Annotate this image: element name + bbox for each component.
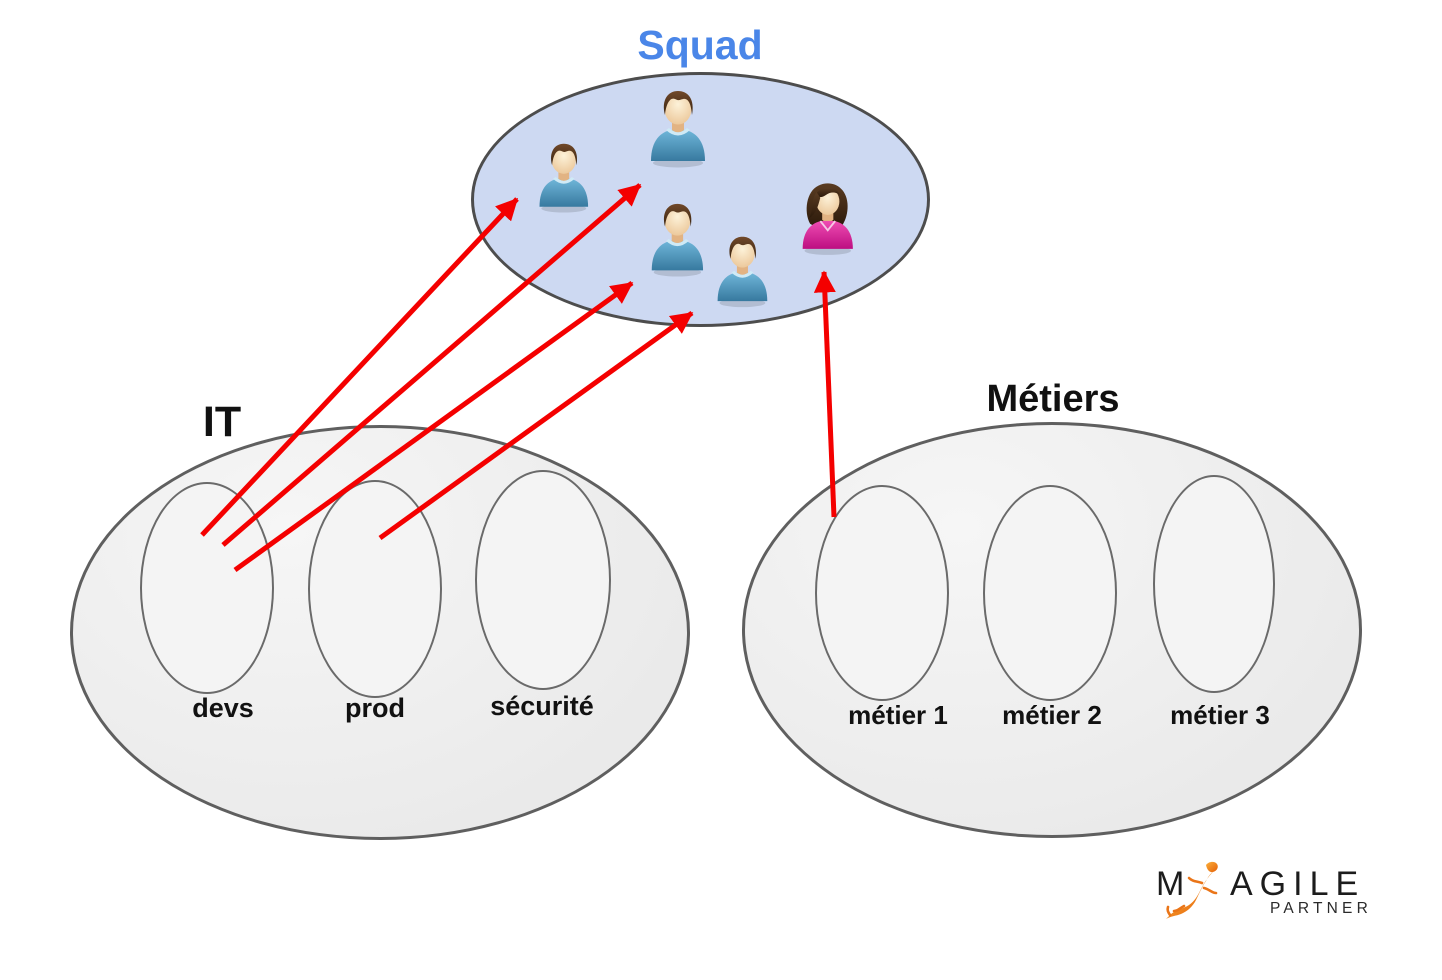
logo-word-partner: PARTNER	[1269, 900, 1372, 917]
devs-ellipse	[140, 482, 274, 694]
devs-label: devs	[192, 693, 254, 723]
metier2-ellipse	[983, 485, 1117, 701]
metier2-label: métier 2	[1002, 700, 1102, 730]
squad-title: Squad	[637, 22, 763, 68]
squad-ellipse	[471, 72, 930, 327]
arrow-metier1-to-squad	[813, 270, 837, 518]
logo-word-agile: AGILE	[1230, 865, 1366, 903]
metier1-label: métier 1	[848, 700, 948, 730]
metiers-group-title: Métiers	[986, 378, 1120, 420]
prod-label: prod	[345, 693, 405, 723]
securite-label: sécurité	[490, 691, 594, 721]
metier3-ellipse	[1153, 475, 1275, 693]
logo-letter-m: M	[1156, 865, 1186, 903]
my-agile-partner-logo: M AGILE PARTNER	[1152, 856, 1368, 928]
it-group-title: IT	[202, 398, 242, 446]
gecko-icon	[1166, 861, 1218, 919]
metier3-label: métier 3	[1170, 700, 1270, 730]
prod-ellipse	[308, 480, 442, 698]
securite-ellipse	[475, 470, 611, 690]
metier1-ellipse	[815, 485, 949, 701]
